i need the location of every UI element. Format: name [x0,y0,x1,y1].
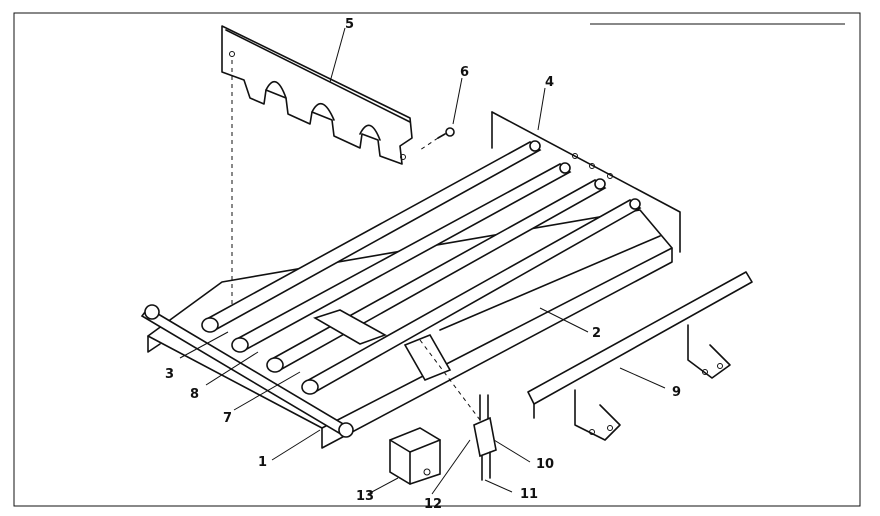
leader-lines [179,27,666,495]
crossover-bracket [313,309,387,345]
callout-4: 4 [545,75,554,90]
electrode-assembly [473,394,497,481]
callout-9: 9 [672,385,681,400]
callout-8: 8 [190,387,199,402]
callout-10: 10 [536,457,554,472]
support-rail-part-9 [527,271,753,441]
screw-part-6 [437,127,455,139]
block-part-13 [389,427,441,485]
callout-7: 7 [223,411,232,426]
rear-panel-part-4 [491,111,681,253]
callout-12: 12 [424,497,442,512]
callout-5: 5 [345,17,354,32]
callout-3: 3 [165,367,174,382]
callout-11: 11 [520,487,538,502]
callout-1: 1 [258,455,267,470]
alignment-line [419,137,439,151]
callout-13: 13 [356,489,374,504]
diagram-border [13,12,861,507]
callout-6: 6 [460,65,469,80]
igniter-bracket [403,333,481,421]
heat-shield-part-5 [221,25,413,165]
manifold-pipe-part-1 [140,304,354,438]
callout-2: 2 [592,326,601,341]
